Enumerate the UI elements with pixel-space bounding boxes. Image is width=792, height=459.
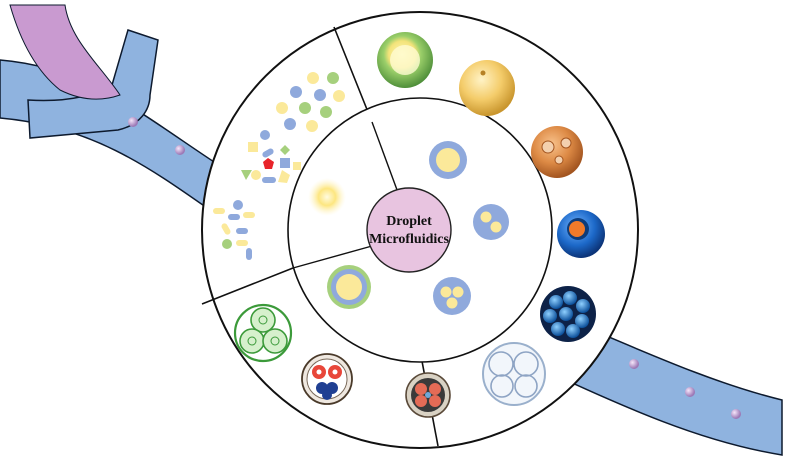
multi-compartment-capsule-green	[233, 303, 293, 363]
channel-droplets	[128, 117, 741, 419]
particle-shapes-cluster	[213, 72, 345, 260]
junction-arm	[27, 29, 159, 139]
multi-compartment-sphere-blue	[540, 286, 596, 342]
divider-line	[333, 26, 373, 123]
divider-line	[292, 245, 373, 269]
droplet	[175, 145, 185, 155]
single-emulsion-core	[308, 178, 346, 216]
core-shell-droplet-green	[327, 265, 371, 309]
droplet	[685, 387, 695, 397]
star-particle	[263, 158, 274, 169]
double-emulsion-single-core	[429, 141, 467, 179]
divider-line	[201, 267, 294, 305]
core-shell-sphere-green	[377, 32, 433, 88]
multi-compartment-capsule-clear	[482, 342, 546, 406]
center-title-line1: Droplet	[386, 214, 432, 229]
double-emulsion-triple-core	[433, 277, 471, 315]
porous-sphere-orange	[531, 126, 583, 178]
inlet-phase-stream	[9, 4, 121, 100]
double-emulsion-double-core	[473, 204, 509, 240]
multi-core-capsule-blue-red	[301, 353, 353, 405]
droplet	[731, 409, 741, 419]
core-shell-sphere-blue	[557, 210, 605, 258]
center-circle	[366, 187, 452, 273]
droplet	[629, 359, 639, 369]
multi-core-capsule-red	[405, 372, 451, 418]
droplet	[128, 117, 138, 127]
center-title-line2: Microfluidics	[369, 232, 449, 247]
divider-line	[371, 121, 401, 199]
center-hub: Droplet Microfluidics	[366, 187, 452, 273]
porous-sphere-gold	[459, 60, 515, 116]
